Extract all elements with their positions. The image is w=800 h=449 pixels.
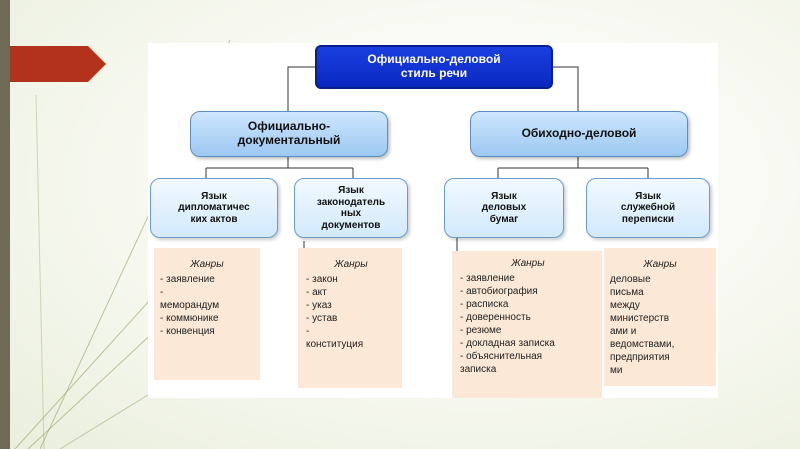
list-item: - доверенность: [460, 312, 531, 323]
leaf-node-business-papers: Язык деловых бумаг: [444, 178, 564, 238]
genres-list: - закон - акт - указ - устав - конституц…: [306, 273, 396, 351]
genres-box-diplomatic: Жанры - заявление - меморандум - коммюни…: [154, 248, 260, 380]
genres-box-official-correspondence: Жанры деловые письма между министерств а…: [604, 248, 716, 386]
list-item: - устав: [306, 313, 338, 324]
list-item: ми: [610, 365, 623, 376]
list-item: - коммюнике: [160, 313, 219, 324]
list-item: между: [610, 300, 640, 311]
leaf-node-diplomatic: Язык дипломатичес ких актов: [150, 178, 278, 238]
branch-node-documentary: Официально- документальный: [190, 111, 388, 157]
genres-title: Жанры: [334, 259, 368, 270]
diagram-canvas: Официально-деловой стиль речи Официально…: [148, 43, 718, 398]
leaf-node-official-correspondence: Язык служебной переписки: [586, 178, 710, 238]
list-item: письма: [610, 287, 644, 298]
list-item: - заявление: [160, 274, 215, 285]
list-item: - докладная записка: [460, 338, 555, 349]
genres-box-business-papers: Жанры - заявление - автобиография - расп…: [452, 251, 602, 398]
left-accent-bar: [0, 0, 10, 449]
root-node: Официально-деловой стиль речи: [315, 45, 553, 89]
list-item: - объяснительная: [460, 351, 543, 362]
genres-title: Жанры: [643, 259, 677, 270]
genres-box-legislative: Жанры - закон - акт - указ - устав - кон…: [298, 248, 402, 388]
list-item: - акт: [306, 287, 327, 298]
list-item: министерств: [610, 313, 670, 324]
genres-title: Жанры: [511, 258, 545, 269]
genres-title: Жанры: [190, 259, 224, 270]
list-item: - заявление: [460, 273, 515, 284]
red-arrow-shape: [10, 46, 106, 82]
list-item: ведомствами,: [610, 339, 675, 350]
list-item: - закон: [306, 274, 338, 285]
genres-list: - заявление - автобиография - расписка -…: [460, 272, 596, 376]
list-item: - резюме: [460, 325, 502, 336]
list-item: меморандум: [160, 300, 220, 311]
list-item: - автобиография: [460, 286, 538, 297]
list-item: -: [306, 326, 310, 337]
branch-node-everyday: Обиходно-деловой: [470, 111, 688, 157]
leaf-node-legislative: Язык законодатель ных документов: [294, 178, 408, 238]
list-item: ами и: [610, 326, 637, 337]
list-item: записка: [460, 364, 497, 375]
list-item: предприятия: [610, 352, 670, 363]
genres-list: деловые письма между министерств ами и в…: [610, 273, 710, 377]
list-item: конституция: [306, 339, 364, 350]
list-item: деловые: [610, 274, 651, 285]
list-item: - расписка: [460, 299, 509, 310]
list-item: - конвенция: [160, 326, 215, 337]
list-item: -: [160, 287, 164, 298]
list-item: - указ: [306, 300, 332, 311]
genres-list: - заявление - меморандум - коммюнике - к…: [160, 273, 254, 338]
